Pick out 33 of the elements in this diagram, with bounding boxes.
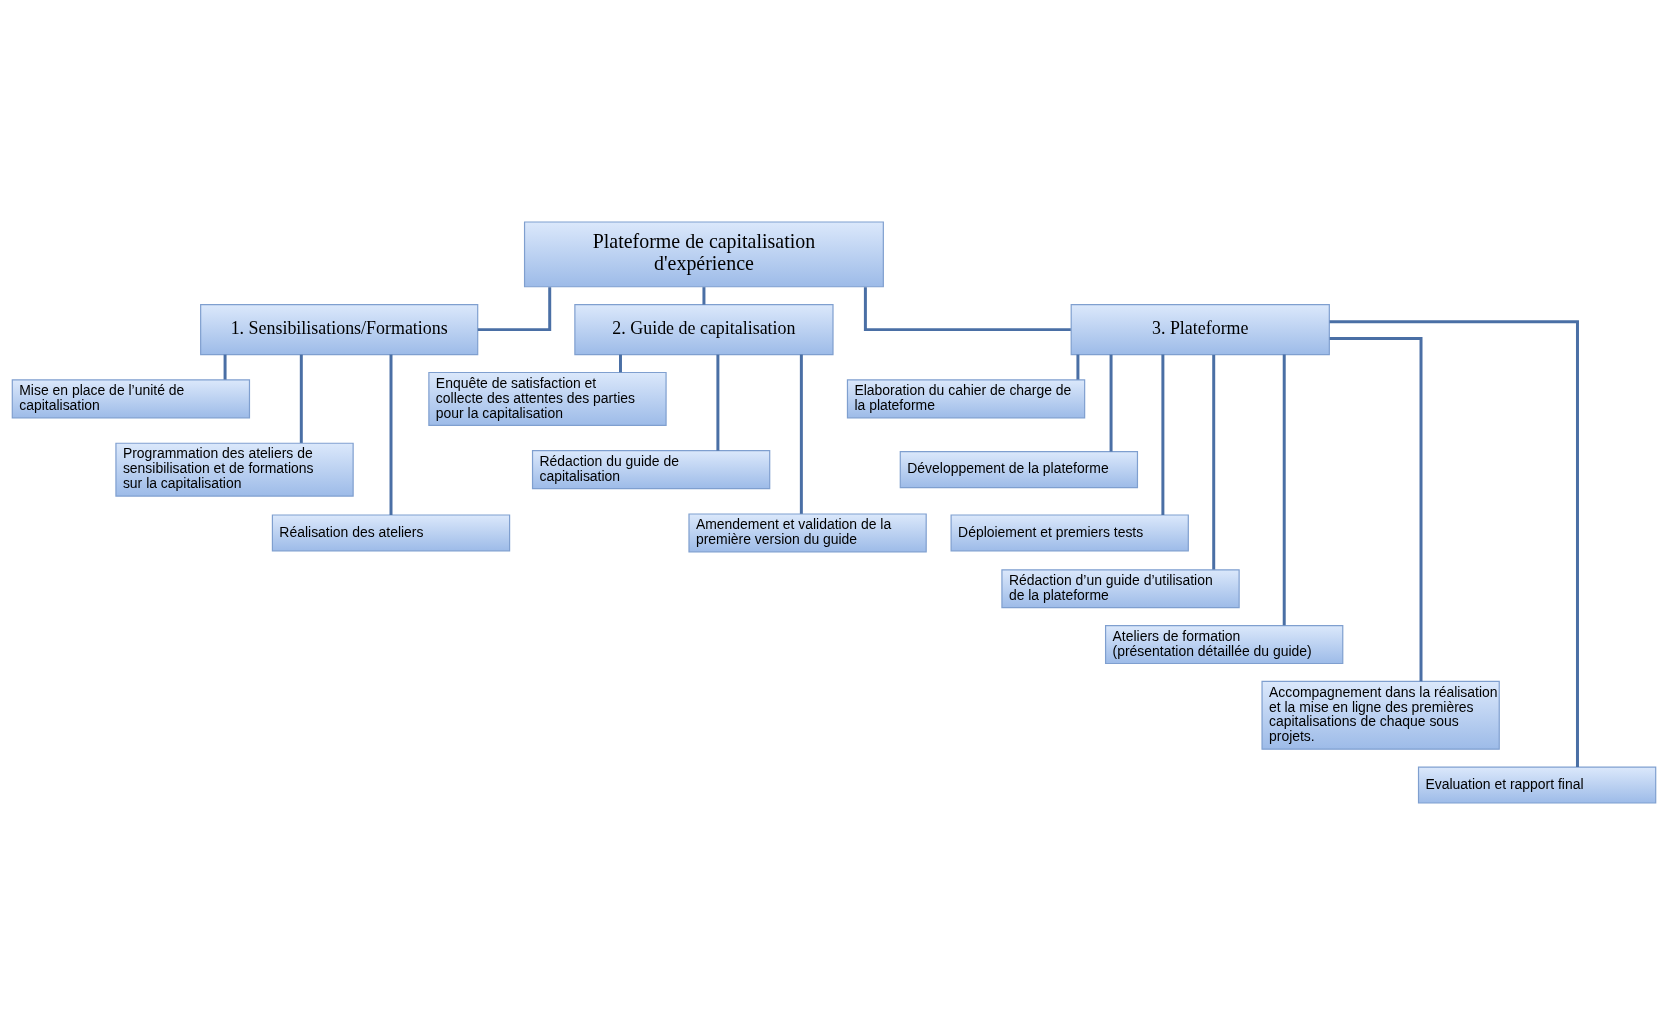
node-box: Evaluation et rapport final xyxy=(1417,766,1657,804)
connector xyxy=(299,354,303,443)
connector xyxy=(1329,319,1579,767)
connector xyxy=(1212,354,1216,569)
node-box: Plateforme de capitalisation d'expérience xyxy=(523,220,884,287)
connector xyxy=(716,354,720,451)
connector xyxy=(1076,354,1080,380)
node-box: Elaboration du cahier de charge de la plateforme xyxy=(846,378,1086,418)
node-box: Ateliers de formation (présentation détaillée du guide) xyxy=(1105,624,1344,664)
connector xyxy=(1161,354,1165,515)
connector xyxy=(863,286,1071,331)
node-box: 3. Plateforme xyxy=(1070,303,1330,355)
connector xyxy=(223,354,227,380)
node-box: Développement de la plateforme xyxy=(899,450,1139,488)
node-box: 1. Sensibilisations/Formations xyxy=(200,303,479,355)
connector xyxy=(1282,354,1286,625)
connector xyxy=(1109,354,1113,451)
node-box: Amendement et validation de la première version du guide xyxy=(688,512,927,552)
node-box: 2. Guide de capitalisation xyxy=(574,303,834,355)
node-box: Réalisation des ateliers xyxy=(271,513,511,551)
connector xyxy=(1329,336,1423,681)
node-box: Enquête de satisfaction et collecte des attentes des parties pour la capitalisation xyxy=(428,371,667,426)
connector xyxy=(799,354,803,514)
node-box: Mise en place de l’unité de capitalisation xyxy=(11,378,251,418)
node-box: Déploiement et premiers tests xyxy=(950,513,1189,551)
connector xyxy=(389,354,393,515)
node-box: Rédaction du guide de capitalisation xyxy=(531,449,771,489)
connector xyxy=(477,286,552,331)
node-box: Rédaction d’un guide d’utilisation de la plateforme xyxy=(1001,568,1240,608)
node-box: Programmation des ateliers de sensibilisation et de formations sur la capitalisation xyxy=(115,442,354,497)
connector xyxy=(619,354,622,372)
connector xyxy=(702,286,706,305)
node-box: Accompagnement dans la réalisation et la mise en ligne des premières capitalisations de chaque sous projets. xyxy=(1261,680,1500,750)
